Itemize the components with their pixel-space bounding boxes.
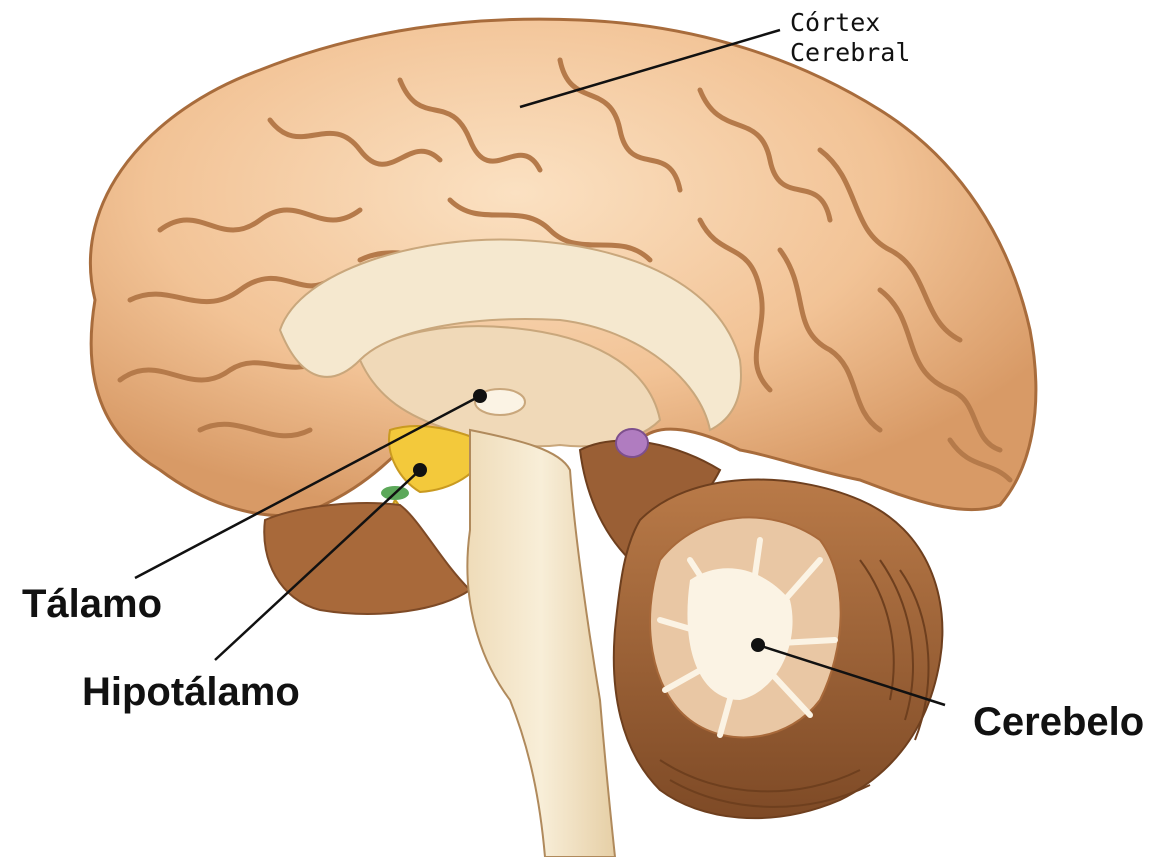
label-cerebellum: Cerebelo [973,700,1144,745]
label-hypothalamus: Hipotálamo [82,670,300,715]
label-thalamus: Tálamo [22,582,162,627]
pineal-gland [616,429,648,457]
label-cortex-line2: Cerebral [790,38,910,68]
label-cortex-line1: Córtex [790,8,910,38]
label-cortex: Córtex Cerebral [790,8,910,68]
